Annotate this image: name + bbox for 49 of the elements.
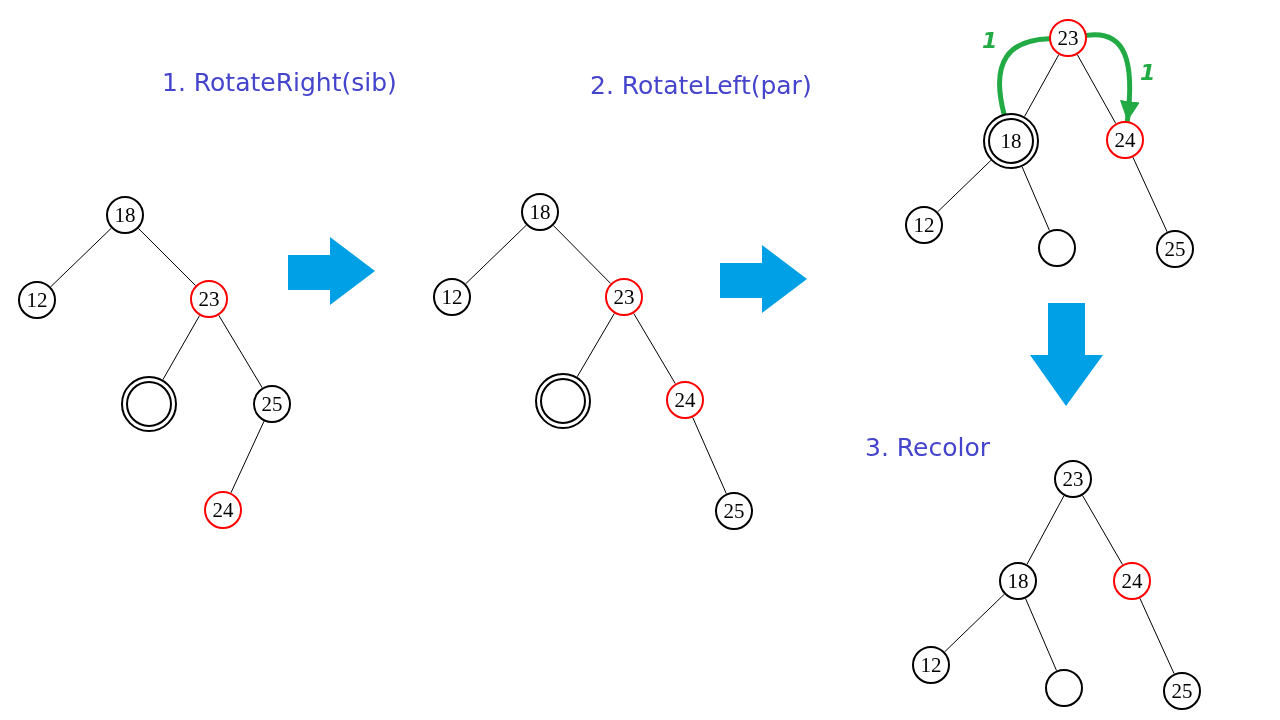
empty-tree-node (1038, 229, 1076, 267)
empty-tree-node (121, 376, 177, 432)
tree-edge (1025, 597, 1057, 672)
tree-node: 25 (1163, 672, 1201, 710)
tree-node: 18 (983, 113, 1039, 169)
tree-edge (1076, 54, 1117, 124)
tree-edge (137, 227, 197, 287)
tree-node: 18 (521, 193, 559, 231)
tree-node: 12 (912, 646, 950, 684)
tree-edge (230, 420, 265, 494)
tree-edge (1026, 495, 1065, 565)
tree-edge (692, 416, 727, 495)
step-title: 2. RotateLeft(par) (590, 71, 812, 100)
tree-node: 18 (999, 562, 1037, 600)
tree-node: 23 (1054, 460, 1092, 498)
tree-node: 12 (18, 281, 56, 319)
tree-edge (465, 224, 527, 285)
empty-tree-node (1045, 669, 1083, 707)
tree-node: 23 (605, 278, 643, 316)
tree-edge (1082, 494, 1123, 566)
tree-node: 25 (1156, 230, 1194, 268)
step-number: 1 (982, 28, 998, 53)
tree-node: 24 (1113, 562, 1151, 600)
tree-node: 24 (1106, 121, 1144, 159)
step-title: 1. RotateRight(sib) (162, 68, 397, 97)
empty-tree-node (535, 373, 591, 429)
tree-node: 25 (715, 492, 753, 530)
tree-node: 25 (253, 385, 291, 423)
tree-edge (1132, 156, 1168, 233)
tree-node: 24 (204, 491, 242, 529)
tree-node: 24 (666, 381, 704, 419)
tree-edge (937, 159, 992, 213)
tree-edge (218, 314, 263, 389)
tree-edge (1024, 54, 1060, 117)
tree-edge (1139, 597, 1175, 675)
tree-node: 12 (433, 278, 471, 316)
step-title: 3. Recolor (865, 433, 990, 462)
tree-node: 12 (905, 206, 943, 244)
tree-edge (1021, 166, 1050, 232)
tree-node: 18 (106, 196, 144, 234)
tree-edge (552, 225, 612, 284)
step-number: 1 (1140, 60, 1156, 85)
tree-edge (633, 312, 676, 385)
tree-node: 23 (1049, 19, 1087, 57)
tree-edge (162, 315, 201, 381)
tree-edge (50, 227, 112, 288)
tree-node: 23 (190, 280, 228, 318)
tree-edge (944, 593, 1005, 653)
tree-edge (576, 312, 615, 378)
